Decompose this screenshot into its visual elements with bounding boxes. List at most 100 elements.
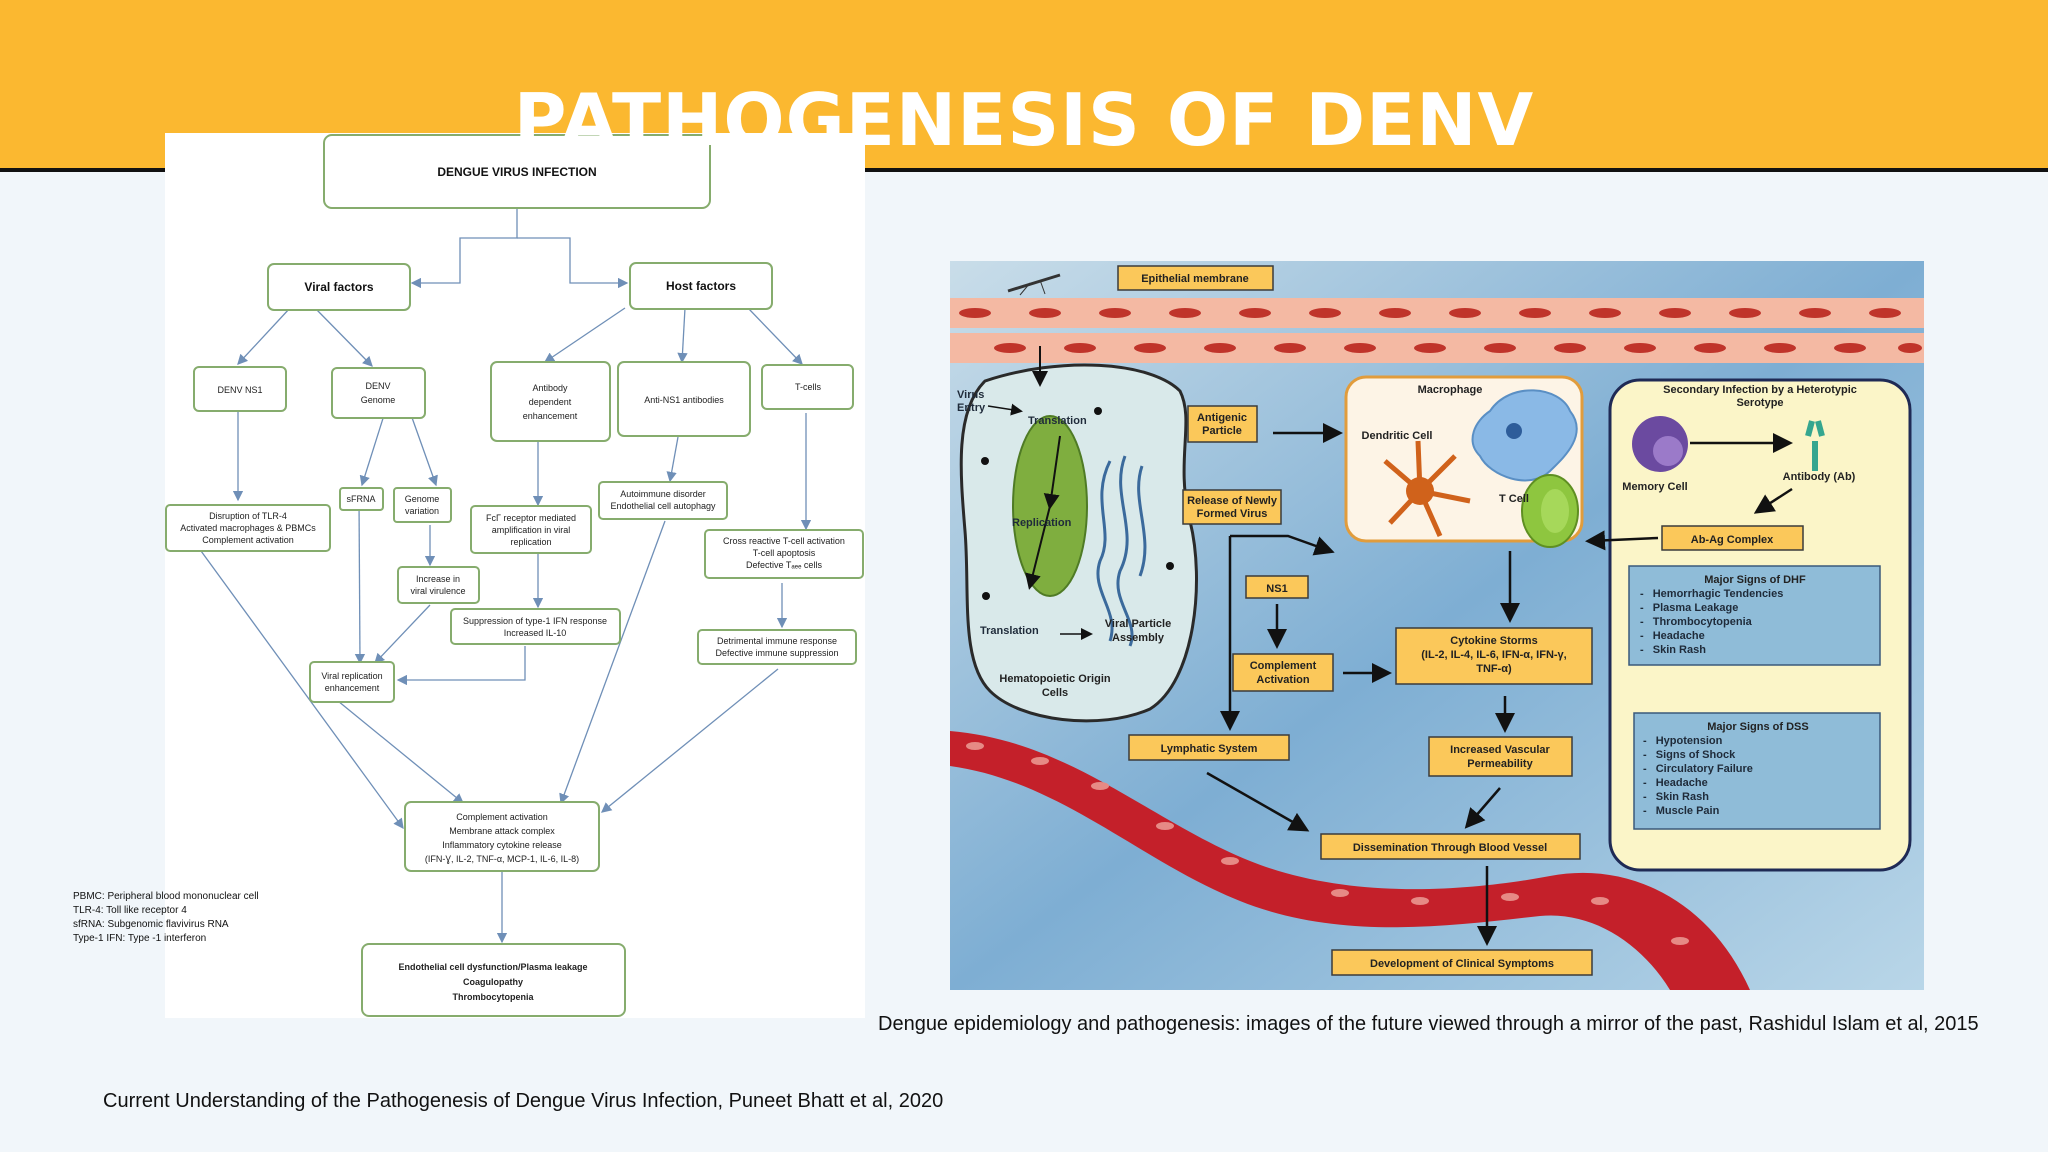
node-sfrna: sFRNA xyxy=(339,487,384,511)
secondary-infection-panel xyxy=(1585,378,1912,872)
label-hematopoietic-2: Cells xyxy=(1042,687,1068,699)
box-release-line1: Release of Newly xyxy=(1187,495,1278,507)
box-release: Release of Newly Formed Virus xyxy=(1182,489,1282,525)
dss-item-4: - Headache xyxy=(1643,777,1708,789)
left-flowchart-panel: DENGUE VIRUS INFECTION Viral factors Hos… xyxy=(165,133,865,1018)
dss-item-5: - Skin Rash xyxy=(1643,791,1709,803)
box-clinical-text: Development of Clinical Symptoms xyxy=(1370,958,1554,970)
node-cross-reactive-line3: Defective Tₐₑₑ cells xyxy=(746,560,822,570)
dss-item-6: - Muscle Pain xyxy=(1643,805,1720,817)
label-viral-particle-1: Viral Particle xyxy=(1105,618,1171,630)
box-release-line2: Formed Virus xyxy=(1197,508,1268,520)
node-ade-line3: enhancement xyxy=(523,411,578,421)
box-cytokine-line2: (IL-2, IL-4, IL-6, IFN-α, IFN-γ, xyxy=(1421,649,1566,661)
node-autoimmune-line2: Endothelial cell autophagy xyxy=(610,501,716,511)
dss-item-1: - Hypotension xyxy=(1643,735,1723,747)
node-increase-virulence-line1: Increase in xyxy=(416,574,460,584)
node-cross-reactive-line1: Cross reactive T-cell activation xyxy=(723,536,845,546)
node-denv-ns1: DENV NS1 xyxy=(193,366,287,412)
node-genome-variation-line1: Genome xyxy=(405,494,440,504)
node-complement: Complement activation Membrane attack co… xyxy=(404,801,600,872)
page-title: PATHOGENESIS OF DENV xyxy=(513,78,1535,162)
box-vascular-line2: Permeability xyxy=(1467,758,1533,770)
label-secondary-2: Serotype xyxy=(1736,397,1783,409)
node-host-factors: Host factors xyxy=(629,262,773,310)
box-antigenic: Antigenic Particle xyxy=(1187,405,1258,443)
node-anti-ns1: Anti-NS1 antibodies xyxy=(617,361,751,437)
node-final-line2: Coagulopathy xyxy=(463,977,523,987)
node-complement-line2: Membrane attack complex xyxy=(449,826,555,836)
node-suppression-ifn-line2: Increased IL-10 xyxy=(504,628,567,638)
node-final-line3: Thrombocytopenia xyxy=(452,992,534,1002)
caption-right: Dengue epidemiology and pathogenesis: im… xyxy=(878,1013,1979,1035)
node-denv-genome-line1: DENV xyxy=(365,381,390,391)
node-t-cells: T-cells xyxy=(761,364,854,410)
node-ade-line1: Antibody xyxy=(532,383,568,393)
box-dissemination: Dissemination Through Blood Vessel xyxy=(1320,833,1581,860)
node-anti-ns1-text: Anti-NS1 antibodies xyxy=(644,395,724,405)
node-host-factors-text: Host factors xyxy=(666,279,736,293)
dhf-item-5: - Skin Rash xyxy=(1640,644,1706,656)
arrow-lymphatic-to-dissemination xyxy=(1206,771,1310,832)
blood-cells xyxy=(966,742,1689,945)
label-replication: Replication xyxy=(1012,517,1072,529)
left-flowchart: DENGUE VIRUS INFECTION Viral factors Hos… xyxy=(165,134,864,1017)
box-lymphatic-text: Lymphatic System xyxy=(1161,743,1258,755)
node-detrimental-line1: Detrimental immune response xyxy=(717,636,837,646)
box-dissemination-text: Dissemination Through Blood Vessel xyxy=(1353,842,1547,854)
node-cross-reactive-line2: T-cell apoptosis xyxy=(753,548,816,558)
node-cross-reactive: Cross reactive T-cell activation T-cell … xyxy=(704,529,864,579)
abbrev-sfrna: sfRNA: Subgenomic flavivirus RNA xyxy=(73,919,229,930)
box-antigenic-line1: Antigenic xyxy=(1197,412,1247,424)
node-final-outcome: Endothelial cell dysfunction/Plasma leak… xyxy=(361,943,626,1017)
dhf-item-3: - Thrombocytopenia xyxy=(1640,616,1753,628)
label-antibody: Antibody (Ab) xyxy=(1783,471,1856,483)
macrophage-shape xyxy=(1471,389,1578,482)
node-increase-virulence: Increase in viral virulence xyxy=(397,566,480,604)
node-viral-replication-line2: enhancement xyxy=(325,683,380,693)
label-secondary-1: Secondary Infection by a Heterotypic xyxy=(1663,384,1857,396)
node-complement-line4: (IFN-Ɣ, IL-2, TNF-α, MCP-1, IL-6, IL-8) xyxy=(425,854,579,864)
dss-item-2: - Signs of Shock xyxy=(1643,749,1736,761)
node-complement-line3: Inflammatory cytokine release xyxy=(442,840,562,850)
abbrev-pbmc: PBMC: Peripheral blood mononuclear cell xyxy=(73,891,259,902)
label-memory-cell: Memory Cell xyxy=(1622,481,1687,493)
label-dendritic: Dendritic Cell xyxy=(1362,430,1433,442)
label-virus-entry-1: Virus xyxy=(957,389,984,401)
box-cytokine-line3: TNF-α) xyxy=(1476,663,1512,675)
box-complement-line1: Complement xyxy=(1250,660,1317,672)
label-macrophage: Macrophage xyxy=(1418,384,1483,396)
box-lymphatic: Lymphatic System xyxy=(1128,734,1290,761)
dss-item-3: - Circulatory Failure xyxy=(1643,763,1753,775)
box-clinical: Development of Clinical Symptoms xyxy=(1331,949,1593,976)
label-hematopoietic-1: Hematopoietic Origin xyxy=(999,673,1111,685)
box-ns1-text: NS1 xyxy=(1266,583,1287,595)
dss-items: - Hypotension - Signs of Shock - Circula… xyxy=(1643,735,1753,817)
node-tlr4-line3: Complement activation xyxy=(202,535,294,545)
abbrev-tlr4: TLR-4: Toll like receptor 4 xyxy=(73,905,187,916)
label-translation-bottom: Translation xyxy=(980,625,1039,637)
right-pathogenesis-illustration: Epithelial membrane Virus Entry Translat… xyxy=(950,261,1924,990)
node-fc-receptor-line3: replication xyxy=(510,537,551,547)
node-tlr4-line2: Activated macrophages & PBMCs xyxy=(180,523,316,533)
node-detrimental: Detrimental immune response Defective im… xyxy=(697,629,857,665)
node-ade-line2: dependent xyxy=(529,397,572,407)
node-final-line1: Endothelial cell dysfunction/Plasma leak… xyxy=(398,962,587,972)
box-vascular-line1: Increased Vascular xyxy=(1450,744,1550,756)
node-denv-genome: DENV Genome xyxy=(331,367,426,419)
node-suppression-ifn: Suppression of type-1 IFN response Incre… xyxy=(450,608,621,645)
pathogenesis-illustration: Epithelial membrane Virus Entry Translat… xyxy=(950,261,1924,990)
abbreviation-legend: PBMC: Peripheral blood mononuclear cell … xyxy=(73,890,259,946)
box-ns1: NS1 xyxy=(1245,575,1309,599)
node-autoimmune: Autoimmune disorder Endothelial cell aut… xyxy=(598,481,728,520)
dss-box xyxy=(1633,712,1881,830)
dss-title: Major Signs of DSS xyxy=(1707,721,1808,733)
antibody-shape xyxy=(1805,420,1825,471)
box-cytokine: Cytokine Storms (IL-2, IL-4, IL-6, IFN-α… xyxy=(1395,627,1593,685)
box-complement-line2: Activation xyxy=(1256,674,1309,686)
dhf-items: - Hemorrhagic Tendencies - Plasma Leakag… xyxy=(1640,588,1783,656)
node-detrimental-line2: Defective immune suppression xyxy=(715,648,838,658)
node-root-text: DENGUE VIRUS INFECTION xyxy=(437,165,596,179)
node-tlr4-line1: Disruption of TLR-4 xyxy=(209,511,287,521)
immune-cells-panel xyxy=(1344,375,1584,548)
